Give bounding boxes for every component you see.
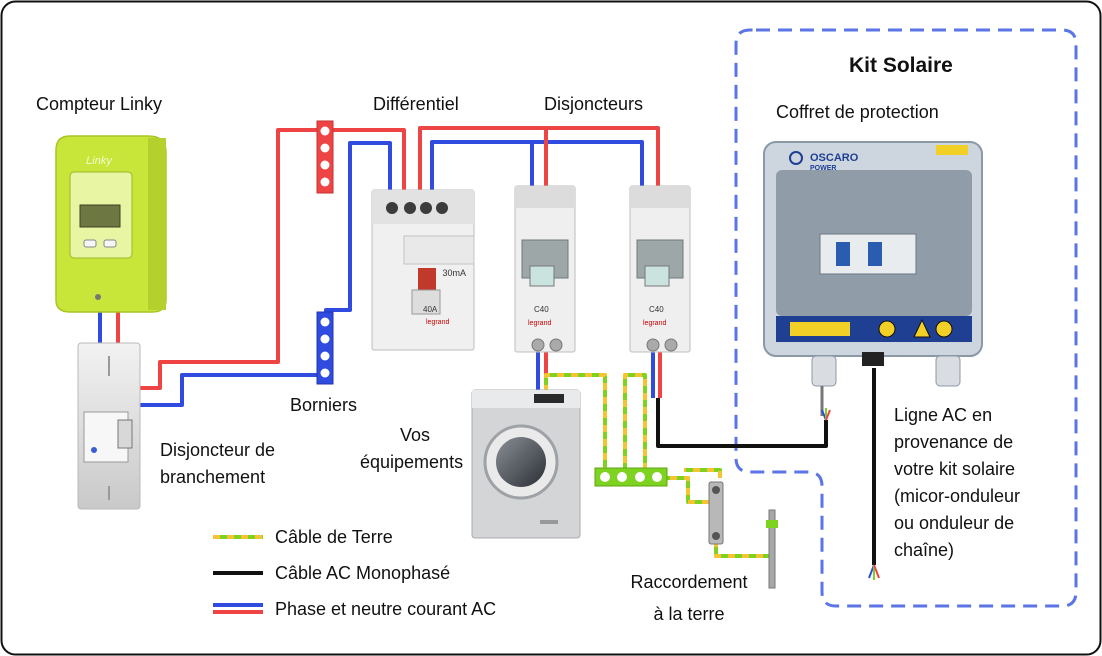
wire-diff-to-breakers-red <box>418 126 660 190</box>
wire-ends <box>821 408 880 580</box>
ac-black-line <box>656 368 876 565</box>
disjoncteur-branchement-label: Disjoncteur de branchement <box>160 440 276 487</box>
svg-text:legrand: legrand <box>643 320 666 327</box>
raccordement-label: Raccordement à la terre <box>630 572 748 624</box>
oscaro-logo: OSCARO <box>810 152 859 164</box>
svg-text:40A: 40A <box>423 305 438 314</box>
svg-text:30mA: 30mA <box>442 268 466 278</box>
disjoncteurs-label: Disjoncteurs <box>544 94 644 114</box>
svg-text:legrand: legrand <box>426 319 449 326</box>
washing-machine <box>471 389 581 539</box>
phase-neutral-wires <box>98 126 662 407</box>
kit-solaire-title: Kit Solaire <box>849 54 953 77</box>
legend-swatch-phase <box>213 603 263 614</box>
legend-earth-label: Câble de Terre <box>275 527 393 547</box>
coffret-label: Coffret de protection <box>776 102 939 122</box>
legend-swatches <box>213 535 263 614</box>
differentiel-device: 30mA 40A legrand <box>371 189 475 351</box>
wire-branch-to-bornier-red <box>140 128 318 390</box>
wire-bornier-to-diff-blue <box>324 141 392 312</box>
disjoncteur-1: C40 legrand <box>514 185 576 353</box>
wire-bornier-to-diff-red <box>332 128 406 190</box>
legend-black-label: Câble AC Monophasé <box>275 563 451 583</box>
coffret-protection: OSCARO POWER <box>763 141 983 416</box>
svg-text:C40: C40 <box>649 305 664 314</box>
ligne-ac-label: Ligne AC en provenance de votre kit sola… <box>894 405 1021 560</box>
earth-bar <box>708 481 724 545</box>
linky-brand-text: Linky <box>86 155 113 167</box>
equipements-label: Vos équipements <box>360 425 464 472</box>
bornier-blue <box>316 311 334 385</box>
bornier-red <box>316 120 334 194</box>
disjoncteur-2: C40 legrand <box>629 185 691 353</box>
borniers-label: Borniers <box>290 395 358 415</box>
earth-rod <box>766 509 778 589</box>
wire-branch-to-bornier-blue <box>140 373 318 407</box>
differentiel-label: Différentiel <box>373 94 459 114</box>
wire-diff-to-breakers-blue <box>430 140 644 190</box>
bornier-earth <box>594 467 668 487</box>
linky-meter: Linky <box>55 135 167 313</box>
svg-text:C40: C40 <box>534 305 549 314</box>
svg-text:legrand: legrand <box>528 320 551 327</box>
svg-text:POWER: POWER <box>810 165 836 172</box>
disjoncteur-branchement <box>77 342 141 510</box>
compteur-linky-label: Compteur Linky <box>36 94 163 114</box>
legend-phase-label: Phase et neutre courant AC <box>275 599 497 619</box>
kit-solaire-boundary <box>734 28 1078 608</box>
